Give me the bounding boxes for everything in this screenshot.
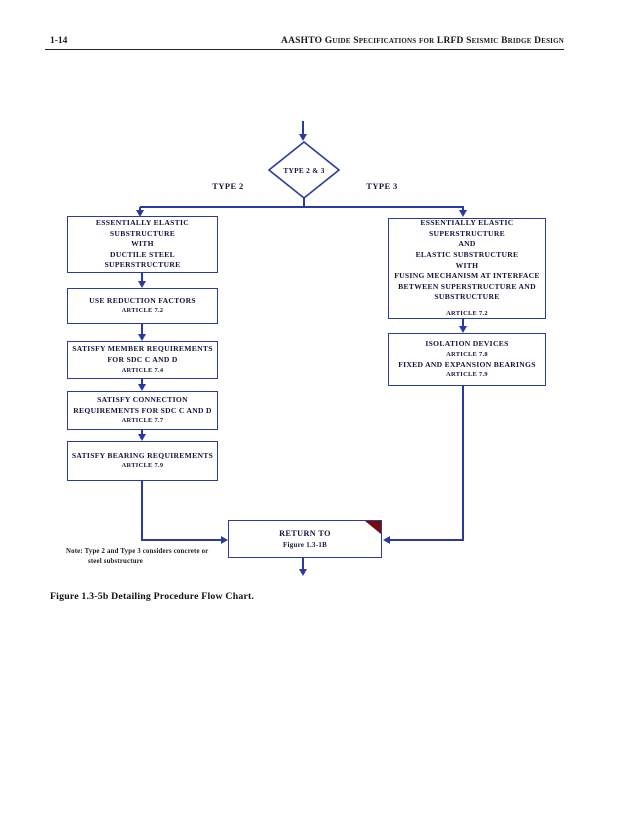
arrowhead-down-icon: [299, 134, 307, 141]
box-line: ISOLATION DEVICES: [425, 338, 509, 348]
box-line: WITH: [131, 239, 154, 249]
figure-caption: Figure 1.3-5b Detailing Procedure Flow C…: [50, 591, 255, 602]
connector-line: [139, 207, 141, 211]
flow-box-use-reduction-factors: USE REDUCTION FACTORS ARTICLE 7.2: [67, 288, 218, 324]
box-line: REQUIREMENTS FOR SDC C AND D: [73, 405, 212, 415]
connector-line: [303, 198, 305, 207]
connector-line: [302, 558, 304, 570]
arrowhead-down-icon: [138, 384, 146, 391]
connector-line: [141, 379, 143, 385]
box-line: AND: [458, 239, 476, 249]
article-reference: ARTICLE 7.2: [446, 309, 488, 317]
box-line: SUPERSTRUCTURE: [104, 260, 181, 270]
flow-box-ductile-steel-superstructure: ESSENTIALLY ELASTIC SUBSTRUCTURE WITH DU…: [67, 216, 218, 273]
arrowhead-down-icon: [459, 326, 467, 333]
decision-label: TYPE 2 & 3: [283, 165, 325, 175]
box-line: FIXED AND EXPANSION BEARINGS: [398, 359, 536, 369]
article-reference: ARTICLE 7.8: [446, 350, 488, 358]
connector-line: [462, 386, 464, 541]
arrowhead-down-icon: [138, 334, 146, 341]
box-line: FOR SDC C AND D: [107, 355, 178, 364]
article-reference: ARTICLE 7.9: [446, 371, 488, 379]
box-line: DUCTILE STEEL: [110, 249, 175, 259]
arrowhead-right-icon: [221, 536, 228, 544]
connector-line: [141, 273, 143, 282]
flow-box-bearing-requirements: SATISFY BEARING REQUIREMENTS ARTICLE 7.9: [67, 441, 218, 481]
box-line: RETURN TO: [279, 528, 331, 538]
box-line: SATISFY BEARING REQUIREMENTS: [71, 450, 214, 460]
connector-line: [141, 324, 143, 335]
box-line: USE REDUCTION FACTORS: [89, 295, 196, 305]
arrowhead-down-icon: [136, 210, 144, 217]
branch-label-type2: TYPE 2: [212, 181, 244, 191]
box-line: ESSENTIALLY ELASTIC: [95, 218, 190, 228]
flow-box-connection-requirements: SATISFY CONNECTION REQUIREMENTS FOR SDC …: [67, 391, 218, 430]
branch-label-type3: TYPE 3: [366, 181, 398, 191]
corner-marker-icon: [365, 521, 381, 534]
connector-line: [462, 207, 464, 211]
connector-line: [390, 539, 464, 541]
header-rule: [45, 49, 564, 51]
arrowhead-down-icon: [138, 434, 146, 441]
connector-line: [141, 539, 221, 541]
box-line: ELASTIC SUBSTRUCTURE: [415, 249, 519, 259]
page-number: 1-14: [50, 36, 68, 46]
article-reference: ARTICLE 7.2: [121, 307, 164, 315]
running-header: AASHTO Guide Specifications for LRFD Sei…: [281, 36, 564, 46]
flow-box-elastic-superstructure-fusing: ESSENTIALLY ELASTIC SUPERSTRUCTURE AND E…: [388, 218, 546, 319]
connector-line: [140, 206, 464, 208]
connector-line: [141, 430, 143, 435]
box-line: SATISFY MEMBER REQUIREMENTS: [72, 344, 213, 354]
arrowhead-down-icon: [459, 210, 467, 217]
flow-box-return: RETURN TO Figure 1.3-1B: [228, 520, 382, 558]
article-reference: ARTICLE 7.4: [121, 366, 164, 374]
article-reference: ARTICLE 7.9: [121, 462, 164, 470]
flow-box-member-requirements: SATISFY MEMBER REQUIREMENTS FOR SDC C AN…: [67, 341, 218, 379]
flow-box-isolation-devices: ISOLATION DEVICES ARTICLE 7.8 FIXED AND …: [388, 333, 546, 386]
connector-line: [141, 481, 143, 541]
box-line: ESSENTIALLY ELASTIC: [420, 218, 514, 228]
arrowhead-down-icon: [138, 281, 146, 288]
box-line: WITH: [455, 260, 479, 270]
arrowhead-down-icon: [299, 569, 307, 576]
box-line: SATISFY CONNECTION: [97, 394, 188, 404]
box-line: Figure 1.3-1B: [283, 541, 327, 549]
box-line: SUPERSTRUCTURE: [429, 228, 505, 238]
box-line: SUBSTRUCTURE: [109, 228, 176, 238]
arrowhead-left-icon: [383, 536, 390, 544]
figure-note-continued: steel substructure: [88, 558, 144, 565]
figure-note: Note: Type 2 and Type 3 considers concre…: [66, 548, 209, 555]
box-line: SUBSTRUCTURE: [434, 292, 500, 302]
connector-line: [462, 319, 464, 327]
box-line: FUSING MECHANISM AT INTERFACE: [394, 271, 540, 281]
article-reference: ARTICLE 7.7: [121, 417, 164, 425]
connector-line: [302, 121, 304, 135]
box-line: BETWEEN SUPERSTRUCTURE AND: [398, 281, 536, 291]
